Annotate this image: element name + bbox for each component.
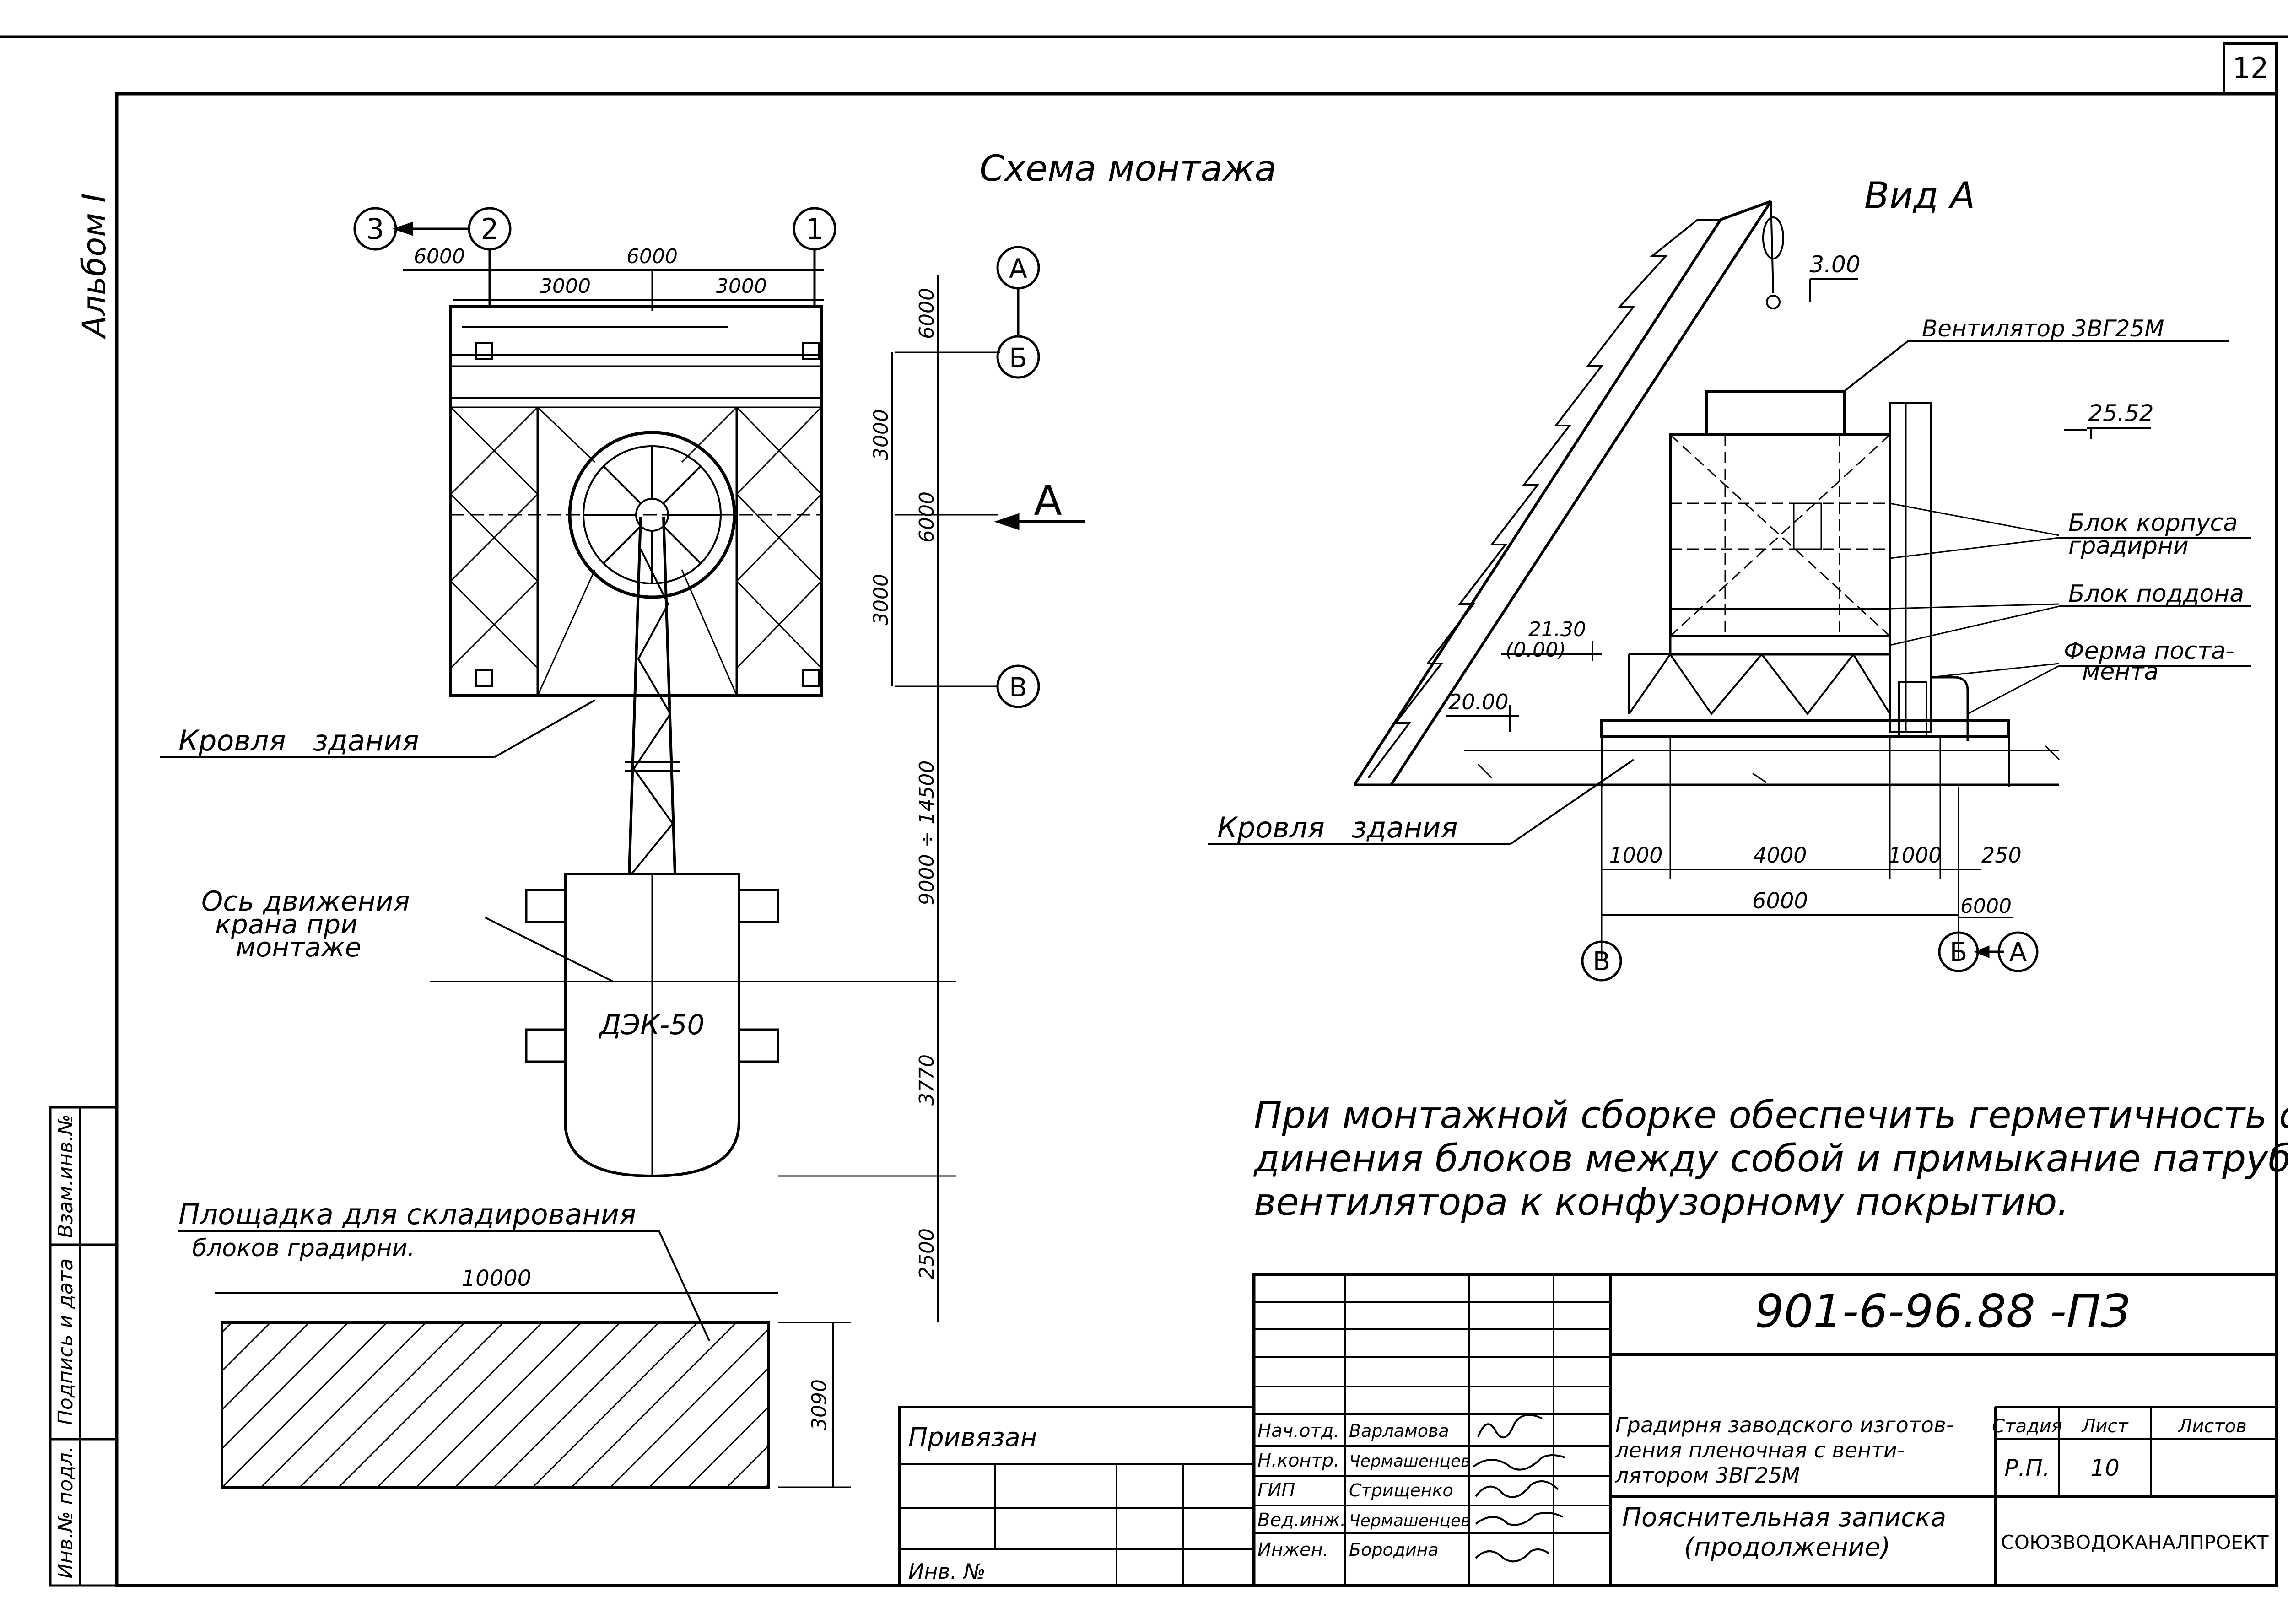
dim-v-3770: 3770 (915, 1054, 939, 1106)
elev-fan: 25.52 (2088, 400, 2153, 426)
note-line-2: динения блоков между собой и примыкание … (1253, 1137, 2288, 1181)
axis-label-B-view: Б (1950, 938, 1967, 967)
page-number: 12 (2233, 51, 2269, 85)
note-line-3: вентилятора к конфузорному покрытию. (1254, 1181, 2069, 1224)
stamp-name-1: Чермашенцев (1349, 1452, 1470, 1471)
drawing-title: Схема монтажа (980, 148, 1277, 189)
stamp-role-4: Инжен. (1257, 1539, 1329, 1560)
storage-area (221, 1321, 770, 1489)
axis-bubble-A-view (1997, 931, 2039, 972)
stamp-bound: Привязан (908, 1423, 1037, 1452)
axis-bubble-B-view (1938, 931, 1979, 972)
stamp-col-sheets: Листов (2177, 1416, 2246, 1437)
stamp-doc-1: Пояснительная записка (1622, 1503, 1946, 1532)
crane-axis-label-3: монтаже (236, 932, 361, 963)
stamp-name-2: Стрищенко (1349, 1480, 1453, 1500)
note-line-1: При монтажной сборке обеспечить герметич… (1254, 1094, 2288, 1137)
truss-label-1: Ферма поста- (2064, 637, 2234, 665)
axis-label-2: 2 (480, 212, 498, 246)
axis-label-A-plan: А (1009, 253, 1027, 284)
elev-2000: 20.00 (1448, 690, 1509, 714)
elev-2130: 21.30 (1528, 618, 1586, 641)
axis-bubble-V-view (1581, 940, 1622, 982)
block-body-label-1: Блок корпуса (2068, 509, 2238, 537)
left-strip-inv-orig: Инв.№ подл. (54, 1446, 77, 1579)
dim-v-6000-top: 6000 (915, 288, 939, 339)
dim-1000-a: 1000 (1609, 843, 1662, 868)
title-block (898, 1273, 2278, 1587)
dim-6000-view: 6000 (1752, 888, 1808, 914)
crane-axis-label-2: крана при (215, 909, 358, 940)
axis-label-A-view: А (2009, 938, 2027, 967)
axis-bubble-V-plan (996, 664, 1040, 708)
stamp-sheet: 10 (2090, 1455, 2120, 1481)
stamp-col-sheet: Лист (2081, 1416, 2129, 1437)
truss-label-2: мента (2082, 658, 2158, 685)
crane-axis-label-1: Ось движения (201, 885, 410, 917)
left-strip-sign-date: Подпись и дата (54, 1258, 77, 1425)
axis-label-3: 3 (366, 212, 384, 246)
roof-label-view: Кровля здания (1217, 811, 1458, 844)
stamp-name-0: Варламова (1349, 1421, 1449, 1441)
block-tray-label: Блок поддона (2068, 580, 2244, 608)
dim-3000-a: 3000 (540, 275, 591, 298)
crane-name: ДЭК-50 (598, 1009, 704, 1041)
stamp-org: СОЮЗВОДОКАНАЛПРОЕКТ (2001, 1531, 2269, 1554)
stamp-inv: Инв. № (908, 1559, 986, 1584)
left-strip (49, 1106, 118, 1587)
dim-1000-b: 1000 (1888, 843, 1942, 868)
section-mark-A: А (1034, 477, 1062, 525)
axis-label-V-view: В (1593, 947, 1610, 977)
dim-4000: 4000 (1753, 843, 1807, 868)
stamp-project-3: лятором 3ВГ25М (1615, 1463, 1800, 1488)
dim-250: 250 (1981, 843, 2022, 868)
stamp-role-1: Н.контр. (1257, 1450, 1339, 1471)
stamp-role-0: Нач.отд. (1257, 1420, 1339, 1441)
stamp-project-1: Градирня заводского изготов- (1615, 1413, 1953, 1437)
axis-label-1: 1 (805, 212, 823, 246)
dim-v-9000-14500: 9000 ÷ 14500 (915, 761, 939, 906)
view-title: Вид А (1864, 174, 1975, 217)
axis-label-B-plan: Б (1009, 342, 1027, 373)
dim-6000-left: 6000 (414, 245, 465, 268)
stamp-col-stage: Стадия (1992, 1416, 2062, 1437)
elev-hook: 3.00 (1809, 251, 1860, 278)
dim-v-3000-b: 3000 (869, 574, 893, 625)
dim-6000-top: 6000 (626, 245, 678, 268)
stamp-name-4: Бородина (1349, 1540, 1439, 1560)
plan-view (160, 207, 1085, 1489)
album-label: Альбом I (76, 193, 113, 340)
dim-h-10000: 10000 (462, 1266, 532, 1291)
dim-6000-view-b: 6000 (1960, 895, 2012, 918)
block-body-label-2: градирни (2068, 532, 2189, 560)
left-strip-replace-inv: Взам.инв.№ (54, 1114, 77, 1238)
axis-label-V-plan: В (1009, 672, 1027, 703)
roof-label-plan: Кровля здания (178, 724, 419, 757)
storage-label-2: блоков градирни. (192, 1235, 415, 1262)
stamp-doc-2: (продолжение) (1684, 1532, 1890, 1562)
stamp-role-3: Вед.инж. (1257, 1510, 1346, 1531)
dim-v-3000-a: 3000 (869, 409, 893, 460)
stamp-stage: Р.П. (2004, 1455, 2050, 1481)
stamp-role-2: ГИП (1257, 1480, 1295, 1501)
dim-v-6000-mid: 6000 (915, 491, 939, 543)
stamp-name-3: Чермашенцев (1349, 1511, 1470, 1530)
stamp-project-2: ления пленочная с венти- (1615, 1438, 1905, 1462)
stamp-code: 901-6-96.88 -ПЗ (1755, 1284, 2130, 1338)
fan-label: Вентилятор 3ВГ25М (1922, 315, 2164, 342)
dim-v-2500: 2500 (915, 1228, 939, 1279)
storage-label-1: Площадка для складирования (178, 1198, 636, 1231)
dim-v-3090: 3090 (808, 1379, 831, 1430)
elev-000: (0.00) (1506, 638, 1566, 662)
dim-3000-b: 3000 (716, 275, 767, 298)
view-a (1208, 200, 2251, 982)
